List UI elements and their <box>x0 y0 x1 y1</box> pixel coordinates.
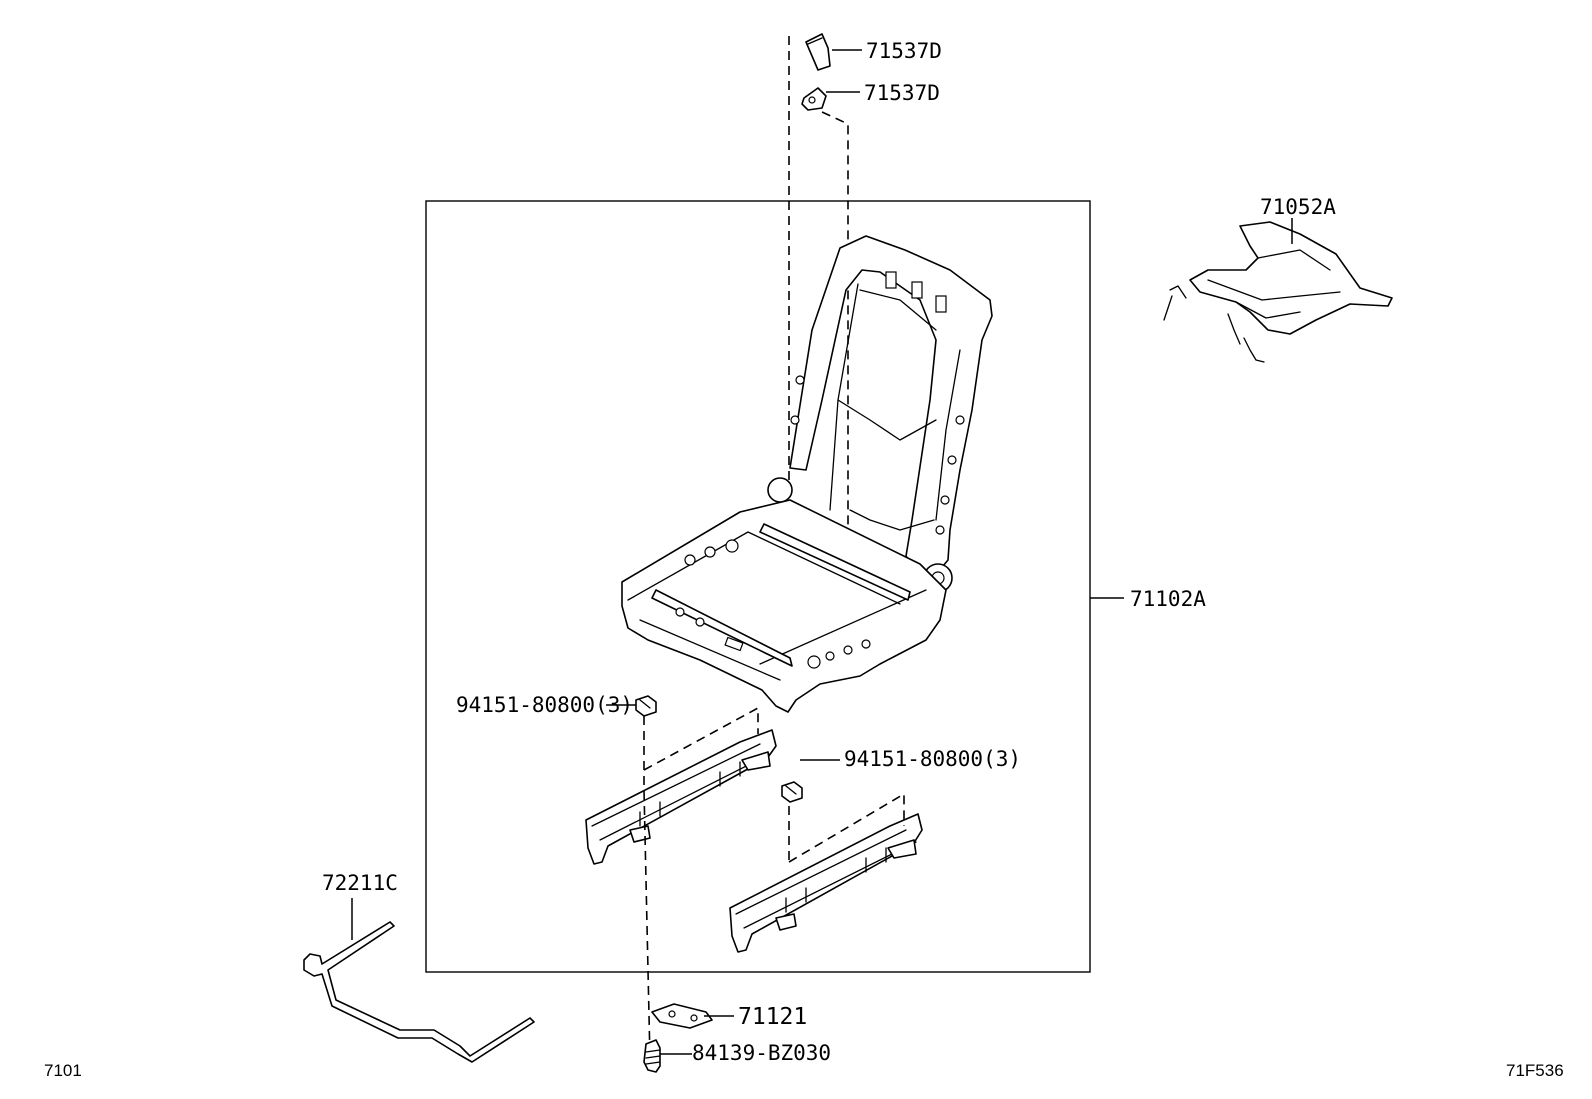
bolt-84139[interactable] <box>643 1039 661 1073</box>
headrest-support-cap-lower[interactable] <box>801 87 827 111</box>
release-cable[interactable] <box>303 921 535 1063</box>
nut-left[interactable] <box>635 695 657 717</box>
diagram-id: 71F536 <box>1506 1061 1564 1080</box>
callout-cap-upper: 71537D <box>866 39 942 63</box>
callout-bracket: 71121 <box>738 1004 807 1030</box>
callout-nut-right: 94151-80800(3) <box>844 747 1021 771</box>
assembly-frame-box <box>425 200 1091 973</box>
seat-track-right[interactable] <box>729 813 923 953</box>
headrest-support-cap-upper[interactable] <box>805 33 831 71</box>
callout-frame-assembly: 71102A <box>1130 587 1206 611</box>
guide-line-track-right-front <box>788 792 905 863</box>
callout-cushion-spring: 71052A <box>1260 195 1336 219</box>
bracket-71121[interactable] <box>651 1003 713 1029</box>
callout-cap-lower: 71537D <box>864 81 940 105</box>
callout-nut-left: 94151-80800(3) <box>456 693 633 717</box>
nut-right[interactable] <box>781 781 803 803</box>
callout-bolt: 84139-BZ030 <box>692 1041 831 1065</box>
seat-frame-assembly[interactable] <box>621 235 993 713</box>
page-ref: 7101 <box>44 1061 82 1080</box>
callout-cable: 72211C <box>322 871 398 895</box>
cushion-spring-assembly[interactable] <box>1163 221 1393 363</box>
seat-track-left[interactable] <box>585 729 777 865</box>
